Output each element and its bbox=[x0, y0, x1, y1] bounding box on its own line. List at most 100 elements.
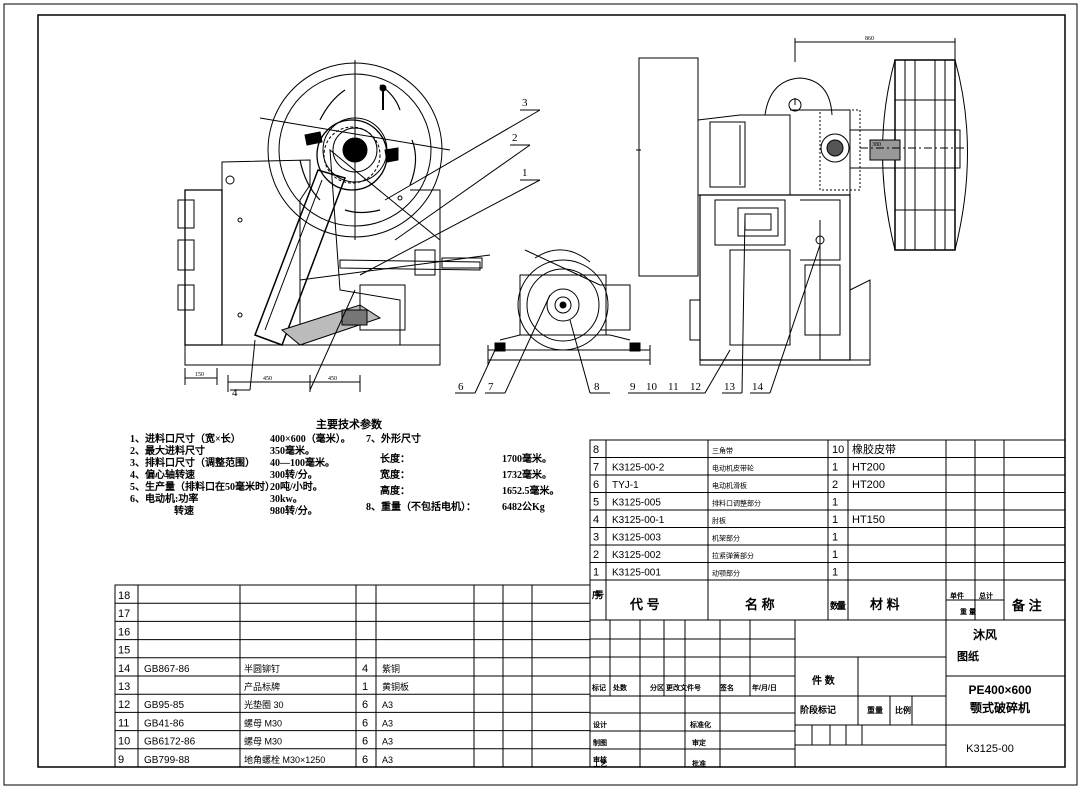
technical-parameters: 主要技术参数 1、进料口尺寸（宽×长） 400×600（毫米）。 2、最大进料尺… bbox=[130, 416, 570, 566]
std-code-9: GB799-88 bbox=[144, 755, 190, 766]
motor-view bbox=[487, 249, 651, 365]
label-approve: 批准 bbox=[692, 759, 706, 768]
bom-header-no: 序号 bbox=[592, 589, 604, 600]
callout-4: 4 bbox=[232, 387, 238, 399]
front-view bbox=[177, 60, 491, 392]
outer-frame bbox=[3, 3, 1078, 786]
callout-leaders bbox=[230, 109, 821, 394]
bom-name-8: 三角带 bbox=[712, 446, 733, 455]
std-code-10: GB6172-86 bbox=[144, 737, 196, 748]
bom-no-7: 7 bbox=[593, 462, 599, 474]
callout-11: 11 bbox=[668, 381, 679, 393]
bom-code-5: K3125-005 bbox=[612, 498, 661, 509]
std-name-14: 半圆铆钉 bbox=[244, 663, 280, 674]
rev-header-4: 签名 bbox=[719, 683, 734, 692]
std-qty-9: 6 bbox=[362, 754, 368, 766]
bom-table bbox=[589, 439, 1066, 621]
title-block-text: 设计 标准化 制图 审定 审核 工艺 批准 件 数 阶段标记 重量 比例 沐风 … bbox=[593, 627, 1032, 768]
specs-title: 主要技术参数 bbox=[316, 419, 382, 431]
std-material-11: A3 bbox=[382, 718, 393, 728]
bom-header-remark: 备 注 bbox=[1011, 598, 1042, 613]
dim-label-length: 长度： bbox=[380, 454, 410, 465]
bom-no-6: 6 bbox=[593, 479, 599, 491]
std-no-11: 11 bbox=[118, 717, 129, 729]
std-qty-10: 6 bbox=[362, 736, 368, 748]
bom-no-3: 3 bbox=[593, 532, 599, 544]
dim-450-b: 450 bbox=[328, 376, 337, 382]
dim-860: 860 bbox=[865, 36, 874, 42]
bom-no-8: 8 bbox=[593, 444, 599, 456]
spec-label-7: 转速 bbox=[174, 506, 194, 517]
spec-label-5: 5、生产量（排料口在50毫米时） bbox=[130, 482, 275, 493]
bom-header-name: 名 称 bbox=[745, 597, 775, 612]
std-code-12: GB95-85 bbox=[144, 700, 184, 711]
dim-value-width: 1732毫米。 bbox=[502, 470, 552, 481]
bom-name-3: 机架部分 bbox=[712, 534, 740, 543]
std-material-12: A3 bbox=[382, 700, 393, 710]
callout-14: 14 bbox=[752, 381, 764, 393]
product-name: 颚式破碎机 bbox=[970, 700, 1030, 715]
label-scale: 比例 bbox=[895, 705, 911, 715]
spec-label-3: 3、排料口尺寸（调整范围） bbox=[130, 458, 255, 469]
callout-13: 13 bbox=[724, 381, 736, 393]
bom-material-8: 橡胶皮带 bbox=[852, 442, 896, 456]
rev-header-2: 分区 bbox=[650, 683, 664, 692]
std-material-9: A3 bbox=[382, 755, 393, 765]
bom-header-code: 代 号 bbox=[629, 597, 660, 612]
spec-label-4: 4、偏心轴转速 bbox=[130, 470, 195, 481]
std-no-18: 18 bbox=[118, 590, 130, 602]
dimension-labels: 150 450 450 860 380 bbox=[195, 36, 881, 382]
bom-name-6: 电动机滑板 bbox=[712, 481, 747, 490]
label-review: 审核 bbox=[593, 755, 607, 764]
std-no-17: 17 bbox=[118, 608, 130, 620]
bom-name-7: 电动机皮带轮 bbox=[712, 464, 754, 473]
bom-qty-3: 1 bbox=[832, 532, 838, 544]
std-code-14: GB867-86 bbox=[144, 664, 190, 675]
bom-header-qty: 数量 bbox=[830, 600, 846, 611]
bom-material-7: HT200 bbox=[852, 462, 885, 474]
company-name-2: 图纸 bbox=[957, 649, 979, 663]
callout-3: 3 bbox=[522, 97, 528, 109]
bom-no-5: 5 bbox=[593, 497, 599, 509]
title-block bbox=[589, 619, 1066, 768]
bom-name-2: 拉紧弹簧部分 bbox=[712, 551, 754, 560]
dim-150: 150 bbox=[195, 372, 204, 378]
company-name: 沐风 bbox=[973, 627, 997, 642]
spec-label-2: 2、最大进料尺寸 bbox=[130, 446, 205, 457]
spec-label-6: 6、电动机:功率 bbox=[130, 494, 199, 505]
label-draw: 制图 bbox=[593, 738, 607, 747]
callout-9: 9 bbox=[630, 381, 636, 393]
spec-value-7: 980转/分。 bbox=[270, 506, 318, 517]
label-check: 审定 bbox=[692, 738, 706, 747]
label-count: 件 数 bbox=[812, 674, 836, 687]
callout-1: 1 bbox=[522, 167, 528, 179]
std-name-9: 地角螺栓 M30×1250 bbox=[244, 754, 325, 765]
side-view bbox=[636, 38, 968, 366]
callout-7: 7 bbox=[488, 381, 494, 393]
bom-header-material: 材 料 bbox=[870, 597, 900, 612]
spec-value-5: 20吨/小时。 bbox=[270, 482, 323, 493]
rev-header-3: 更改文件号 bbox=[666, 683, 701, 692]
label-standard: 标准化 bbox=[689, 720, 711, 729]
dim-380: 380 bbox=[872, 142, 881, 148]
product-model: PE400×600 bbox=[968, 683, 1031, 697]
std-name-10: 螺母 M30 bbox=[244, 737, 282, 747]
revision-headers: 标记处数分区更改文件号签名年/月/日 bbox=[591, 683, 777, 692]
dim-label-height: 高度： bbox=[380, 486, 410, 497]
bom-no-4: 4 bbox=[593, 514, 599, 526]
bom-code-3: K3125-003 bbox=[612, 533, 661, 544]
callout-8: 8 bbox=[594, 381, 600, 393]
bom-qty-5: 1 bbox=[832, 497, 838, 509]
bom-qty-8: 10 bbox=[832, 444, 844, 456]
std-qty-14: 4 bbox=[362, 663, 368, 675]
std-no-16: 16 bbox=[118, 626, 130, 638]
bom-material-4: HT150 bbox=[852, 514, 885, 526]
spec-value-6: 30kw。 bbox=[270, 494, 303, 505]
label-craft: 工艺 bbox=[593, 759, 607, 768]
std-name-11: 螺母 M30 bbox=[244, 718, 282, 728]
std-name-12: 光垫圈 30 bbox=[244, 699, 284, 710]
bom-name-5: 排料口调整部分 bbox=[712, 499, 761, 508]
label-stage: 阶段标记 bbox=[800, 704, 836, 715]
spec-value-4: 300转/分。 bbox=[270, 470, 318, 481]
